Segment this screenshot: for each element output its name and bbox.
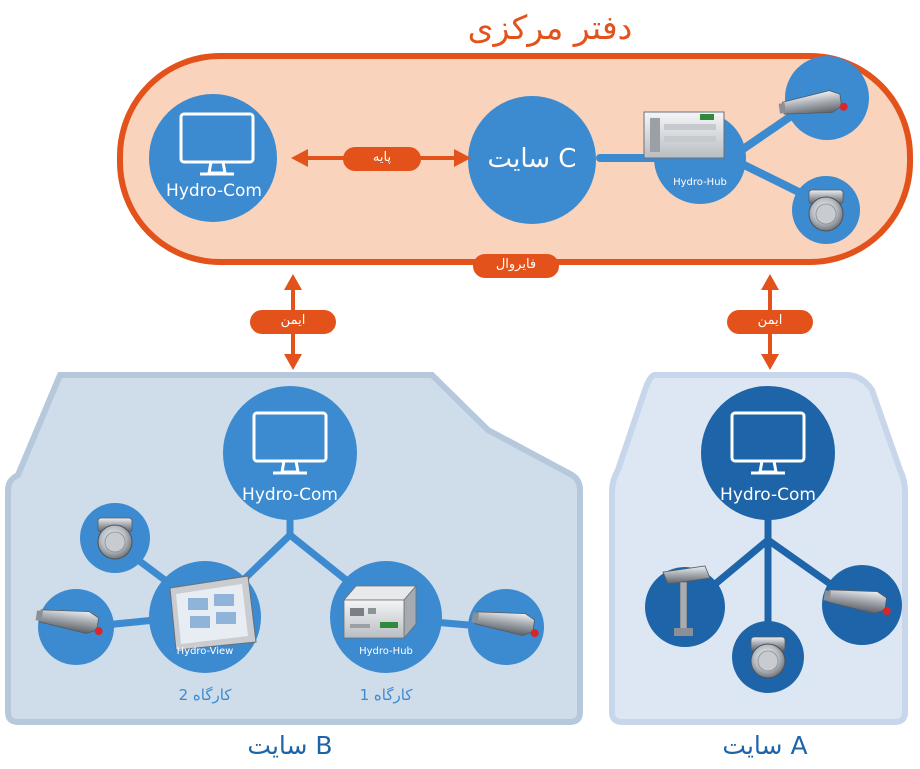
- hydro-view-device: [169, 575, 257, 651]
- hydro-view-label: Hydro-View: [176, 646, 234, 657]
- right-secure-pill: [727, 310, 813, 334]
- hq-title: دفتر مرکزی: [467, 8, 633, 47]
- left-secure-pill: [250, 310, 336, 334]
- workshop-1-label: کارگاه 1: [359, 686, 413, 704]
- site-c-label: سایت C: [487, 144, 577, 174]
- site-a-pc-label: Hydro-Com: [720, 485, 816, 505]
- site-b-pc-label: Hydro-Com: [242, 485, 338, 505]
- left-secure-label: ایمن: [280, 313, 306, 328]
- site-c-circle: [468, 96, 596, 224]
- workshop-2-label: کارگاه 2: [178, 686, 232, 704]
- hq-hub-label: Hydro-Hub: [673, 177, 727, 188]
- hq-hub-device: [643, 111, 725, 159]
- site-b-pc-circle: [223, 386, 357, 520]
- site-b-hub-label: Hydro-Hub: [359, 646, 413, 657]
- right-secure-label: ایمن: [757, 313, 783, 328]
- sensor-icon: [808, 189, 844, 232]
- hq-arrow: [291, 147, 471, 171]
- firewall-label: فایروال: [495, 257, 537, 272]
- site-b-name: سایت B: [247, 731, 333, 760]
- hq-link-label: پایه: [372, 150, 392, 165]
- site-b-hub-device: [343, 585, 417, 639]
- site-a-name: سایت A: [722, 731, 808, 760]
- stand-probe-icon: [662, 565, 711, 636]
- sensor-icon: [97, 517, 133, 560]
- firewall-pill: [473, 254, 559, 278]
- hq-pc-label: Hydro-Com: [166, 181, 262, 201]
- sensor-icon: [750, 636, 786, 679]
- site-a-pc-circle: [701, 386, 835, 520]
